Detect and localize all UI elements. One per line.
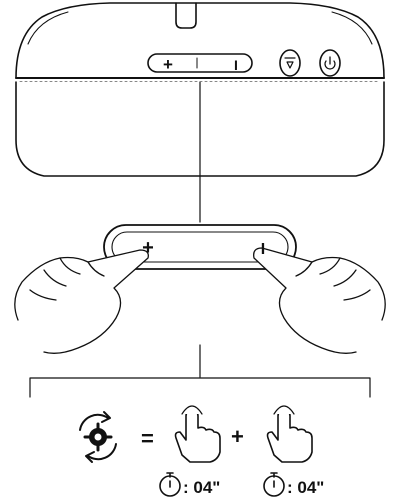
instruction-bracket (29, 377, 371, 398)
left-press-finger-icon (174, 405, 221, 463)
hold-duration-left: : 04" (183, 478, 221, 497)
device-power-button (319, 49, 341, 77)
reset-gear-icon (79, 411, 117, 463)
stopwatch-icon-right (263, 472, 285, 497)
device-volume-control (147, 53, 253, 73)
enlarged-volume-control (103, 224, 297, 270)
right-press-finger-icon (266, 405, 313, 463)
stopwatch-icon-left (159, 472, 181, 497)
enlarged-volume-up-symbol: + (142, 237, 154, 259)
device-volume-down-symbol: I (234, 57, 238, 73)
enlarged-volume-down-symbol: I (261, 241, 265, 258)
equals-sign: = (141, 426, 154, 451)
right-hand (253, 247, 386, 354)
left-hand (14, 249, 149, 354)
hold-duration-right: : 04" (287, 478, 325, 497)
device-volume-up-symbol: + (163, 55, 173, 74)
plus-sign: + (231, 424, 244, 449)
device-mode-button (279, 49, 301, 77)
